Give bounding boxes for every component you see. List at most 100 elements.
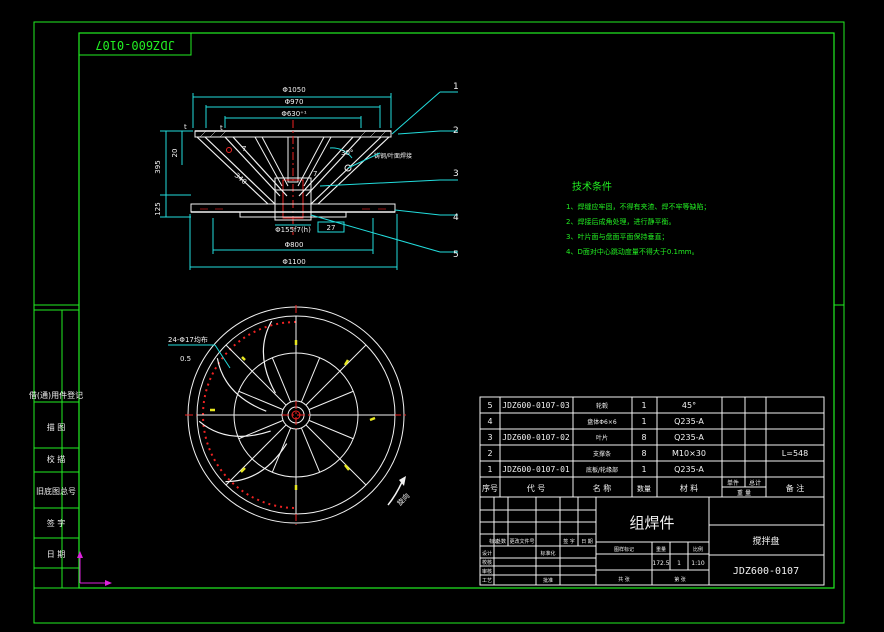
weight-label: 重量 xyxy=(656,546,666,553)
dim-155: Φ155f7(h) xyxy=(275,226,311,234)
bom-cell-no: 1 xyxy=(487,465,492,474)
scale-value: 1:10 xyxy=(691,560,705,567)
spoke xyxy=(238,390,284,411)
tech-line-2: 3、叶片面与盘面平面保持垂直； xyxy=(566,232,668,241)
balloon-4: 4 xyxy=(453,213,459,223)
spoke xyxy=(225,424,287,486)
bom-cell-no: 4 xyxy=(487,417,492,426)
dim-630: Φ630⁺¹ xyxy=(281,110,307,118)
hub-bore xyxy=(282,179,304,219)
product-name: 搅拌盘 xyxy=(752,535,779,547)
bom-cell-name: 轮毂 xyxy=(596,402,608,410)
angle-30: 30° xyxy=(341,149,353,157)
dim-slot: 27 xyxy=(327,224,336,232)
holes-note: 24-Φ17均布 xyxy=(168,335,208,344)
title-block: 标记 处数 更改文件号 签 字 日 期 设计 校核 审核 工艺 标准化 批准 组… xyxy=(479,496,825,586)
t-label-2: t xyxy=(220,124,223,132)
weld-note: 铸钢/叶面焊接 xyxy=(374,152,412,160)
dim-800: Φ800 xyxy=(285,241,304,249)
rev-0: 标记 xyxy=(489,538,499,545)
rev-2: 更改文件号 xyxy=(509,538,534,545)
approve-label: 批准 xyxy=(543,577,553,584)
balloon-5: 5 xyxy=(453,250,459,260)
dim-20: 20 xyxy=(171,149,179,158)
bom-header-total_w: 总计 xyxy=(749,479,761,487)
side-label-column: 借(通)用件登记 描 图 校 描 旧底图总号 签 字 日 期 xyxy=(29,309,83,589)
ucs-icon xyxy=(77,551,112,586)
bom-header-note: 备 注 xyxy=(786,483,805,493)
blade xyxy=(198,420,271,437)
part-name: 组焊件 xyxy=(629,514,674,532)
mark-label: 图样标记 xyxy=(614,546,634,553)
rev-3: 签 字 xyxy=(563,538,575,545)
role-2: 审核 xyxy=(482,568,492,575)
bom-header-weight: 重 量 xyxy=(737,489,751,497)
section-view: Φ1050 Φ970 Φ630⁺¹ Φ1100 Φ800 Φ155f7(h) 2… xyxy=(154,82,459,270)
sheet-total: 共 张 xyxy=(618,576,630,583)
spoke xyxy=(271,427,292,473)
bom-cell-mat: Q235-A xyxy=(674,465,704,474)
spoke xyxy=(308,390,354,411)
side-label-3: 旧底图总号 xyxy=(36,486,76,496)
bom-cell-mat: 45° xyxy=(682,401,696,410)
bom-header-mat: 材 料 xyxy=(680,483,699,493)
bom-cell-no: 3 xyxy=(487,433,492,442)
drawing-number-rotated: JDZ600-0107 xyxy=(95,38,174,52)
bom-cell-no: 2 xyxy=(487,449,492,458)
spoke xyxy=(300,357,321,403)
balloon-1: 1 xyxy=(453,82,459,92)
side-label-4: 签 字 xyxy=(47,518,66,528)
bom-cell-name: 底板/轮缘部 xyxy=(586,466,618,474)
hub xyxy=(274,177,312,221)
tech-line-3: 4、D面对中心跳动度量不得大于0.1mm。 xyxy=(566,247,699,256)
outer-border xyxy=(33,21,845,624)
weld-7b: 7 xyxy=(313,170,317,178)
tech-requirements: 技术条件 1、焊缝应牢固，不得有夹渣、焊不牢等缺陷； 2、焊接后成角处理，进行静… xyxy=(566,180,710,256)
drawing-number-box xyxy=(78,32,192,56)
role-1: 校核 xyxy=(482,559,492,566)
bom-cell-code: JDZ600-0107-01 xyxy=(502,465,570,474)
std-label: 标准化 xyxy=(540,550,555,557)
side-label-2: 校 描 xyxy=(47,454,66,464)
blade xyxy=(225,443,288,483)
dim-970: Φ970 xyxy=(285,98,304,106)
plan-view: 24-Φ17均布 0.5 旋向 xyxy=(168,305,411,525)
t-label: t xyxy=(184,123,187,131)
dim-1100: Φ1100 xyxy=(282,258,305,266)
tech-title: 技术条件 xyxy=(572,180,612,193)
count-value: 1 xyxy=(677,560,681,567)
spoke xyxy=(271,357,292,403)
spoke xyxy=(308,419,354,440)
tech-line-1: 2、焊接后成角处理，进行静平衡。 xyxy=(566,217,675,226)
bom-cell-qty: 1 xyxy=(641,401,646,410)
spoke xyxy=(225,344,287,406)
bom-cell-code: JDZ600-0107-03 xyxy=(502,401,570,410)
rev-1: 处数 xyxy=(496,538,506,545)
bom-cell-qty: 8 xyxy=(641,449,646,458)
rotation-label: 旋向 xyxy=(395,491,411,507)
spoke xyxy=(300,427,321,473)
bom-cell-no: 5 xyxy=(487,401,492,410)
rotation-arrow xyxy=(387,481,403,506)
side-label-0: 借(通)用件登记 xyxy=(29,390,83,400)
dwg-number: JDZ600-0107 xyxy=(733,566,799,577)
bom-cell-qty: 1 xyxy=(641,417,646,426)
bom-cell-note: L=548 xyxy=(782,449,808,458)
dim-125: 125 xyxy=(154,202,162,215)
bom-cell-qty: 1 xyxy=(641,465,646,474)
holes-tol: 0.5 xyxy=(180,355,191,363)
bom-cell-qty: 8 xyxy=(641,433,646,442)
bom-cell-name: 盘体Φ6×6 xyxy=(587,418,617,426)
spoke xyxy=(305,424,367,486)
bom-header-unit_w: 单件 xyxy=(727,479,739,487)
rev-4: 日 期 xyxy=(581,539,593,545)
scale-label: 比例 xyxy=(693,546,703,553)
bom-header-no: 序号 xyxy=(482,483,498,493)
blade xyxy=(262,320,276,394)
bom-header-name: 名 称 xyxy=(593,483,612,493)
tech-line-0: 1、焊缝应牢固，不得有夹渣、焊不牢等缺陷； xyxy=(566,202,710,211)
balloon-2: 2 xyxy=(453,126,459,136)
weld-7: 7 xyxy=(242,145,246,153)
